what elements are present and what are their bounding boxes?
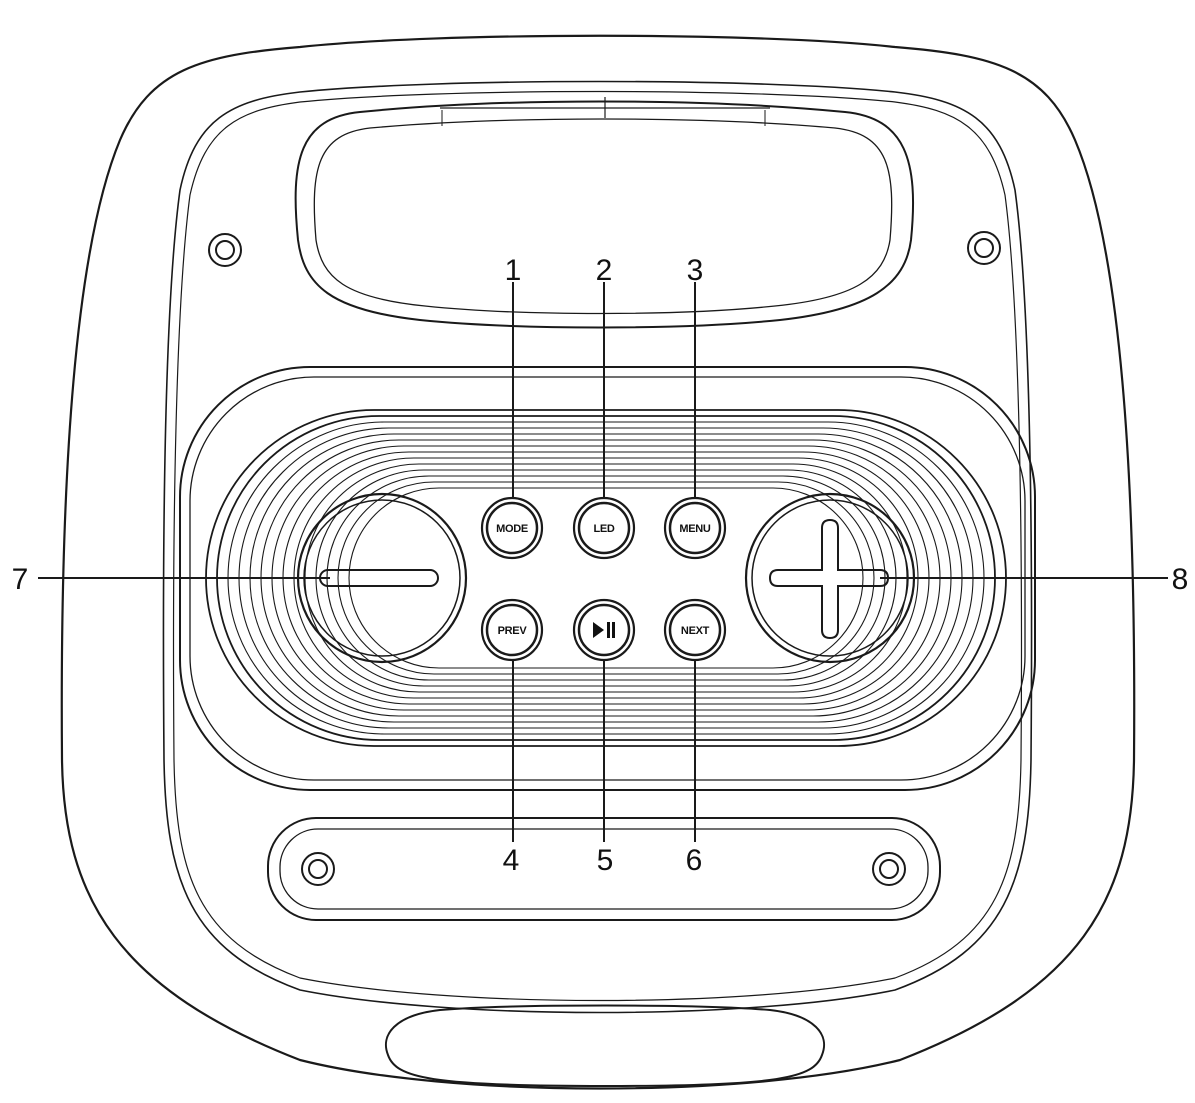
bottom-rail — [267, 817, 941, 921]
ripple-ring — [249, 433, 963, 723]
callout-2: 2 — [596, 254, 613, 287]
plus-icon — [768, 518, 890, 640]
ripple-ring — [216, 415, 996, 741]
mode-button-label: MODE — [496, 523, 528, 535]
next-button-label: NEXT — [681, 625, 710, 637]
ripple-ring — [348, 487, 864, 669]
ripple-ring — [337, 481, 875, 675]
led-button[interactable]: LED — [572, 496, 636, 560]
menu-button[interactable]: MENU — [663, 496, 727, 560]
menu-button-label: MENU — [679, 523, 711, 535]
ripple-ring — [326, 475, 886, 681]
callout-8: 8 — [1172, 563, 1189, 596]
callout-7: 7 — [12, 563, 29, 596]
ripple-ring — [282, 451, 930, 705]
prev-button-label: PREV — [498, 625, 528, 637]
ripple-ring — [271, 445, 941, 711]
speaker-body — [60, 34, 1136, 1090]
screw-icon-top-left — [208, 233, 242, 267]
callout-6: 6 — [686, 844, 703, 877]
screw-icon-bottom-right — [872, 852, 906, 886]
prev-button[interactable]: PREV — [480, 598, 544, 662]
play-pause-button[interactable] — [572, 598, 636, 662]
next-button[interactable]: NEXT — [663, 598, 727, 662]
play-pause-icon — [593, 622, 615, 638]
callout-3: 3 — [687, 254, 704, 287]
screw-icon-bottom-left — [301, 852, 335, 886]
callout-leader-lines — [38, 282, 1168, 842]
callout-1: 1 — [505, 254, 522, 287]
top-handle — [294, 97, 915, 329]
callout-4: 4 — [503, 844, 520, 877]
ripple-ring — [260, 439, 952, 717]
ripple-ring — [227, 421, 985, 735]
screw-icon-top-right — [967, 231, 1001, 265]
bottom-handle — [385, 1004, 825, 1088]
mode-button[interactable]: MODE — [480, 496, 544, 560]
callout-5: 5 — [597, 844, 614, 877]
led-button-label: LED — [593, 523, 614, 535]
